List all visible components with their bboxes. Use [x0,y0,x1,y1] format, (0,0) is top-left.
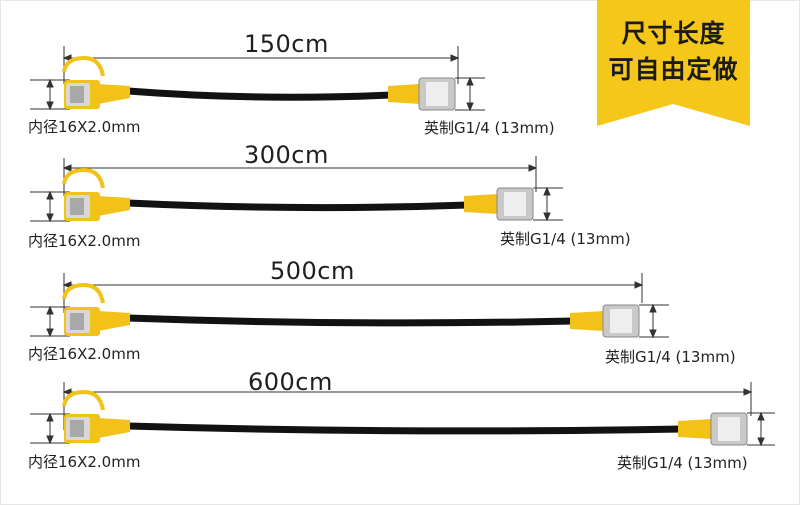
custom-size-badge: 尺寸长度 可自由定做 [597,0,750,126]
length-label: 300cm [244,141,329,169]
right-fitting [464,187,534,221]
left-fitting [62,55,130,109]
hose-drawing [30,382,775,447]
inner-diameter-label: 内径16X2.0mm [28,345,141,363]
inner-diameter-label: 内径16X2.0mm [28,232,141,250]
thread-size-label: 英制G1/4 (13mm) [500,230,631,248]
thread-size-label: 英制G1/4 (13mm) [617,454,748,472]
badge-line-1: 尺寸长度 [621,19,726,48]
length-dimension-line [62,273,644,313]
inner-diameter-dimension [30,412,70,445]
length-dimension-line [62,156,538,196]
length-label: 600cm [248,368,333,396]
hose-row-150: 150cm [0,0,800,137]
length-label: 150cm [244,30,329,58]
left-fitting [62,389,130,443]
left-fitting [62,167,130,221]
thread-size-label: 英制G1/4 (13mm) [605,348,736,366]
inner-diameter-dimension [30,190,70,223]
length-dimension-line [62,382,753,430]
right-fitting [388,77,456,111]
thread-dimension [639,303,669,339]
inner-diameter-label: 内径16X2.0mm [28,453,141,471]
inner-diameter-dimension [30,78,70,111]
thread-size-label: 英制G1/4 (13mm) [424,119,555,137]
right-fitting [570,304,640,338]
hose-row-300: 300cm 内径16X2.0mm [0,112,800,250]
badge-line-2: 可自由定做 [608,55,739,84]
length-dimension-line [62,46,460,84]
thread-dimension [533,186,563,222]
thread-dimension [747,411,775,447]
hose-tube [124,199,472,212]
right-fitting [678,412,748,446]
hose-row-500: 500cm 内径16X2.0mm [0,229,800,366]
inner-diameter-dimension [30,305,70,338]
length-label: 500cm [270,257,355,285]
hose-row-600: 600cm 内径16X2.0mm [0,344,800,472]
badge-shape [597,0,750,126]
left-fitting [62,282,130,336]
inner-diameter-label: 内径16X2.0mm [28,118,141,136]
hose-tube [124,314,578,327]
hose-drawing [30,46,485,112]
thread-dimension [455,76,485,112]
hose-drawing [30,156,563,223]
hose-tube [124,422,686,435]
hose-drawing [30,273,669,339]
hose-tube [124,87,394,101]
